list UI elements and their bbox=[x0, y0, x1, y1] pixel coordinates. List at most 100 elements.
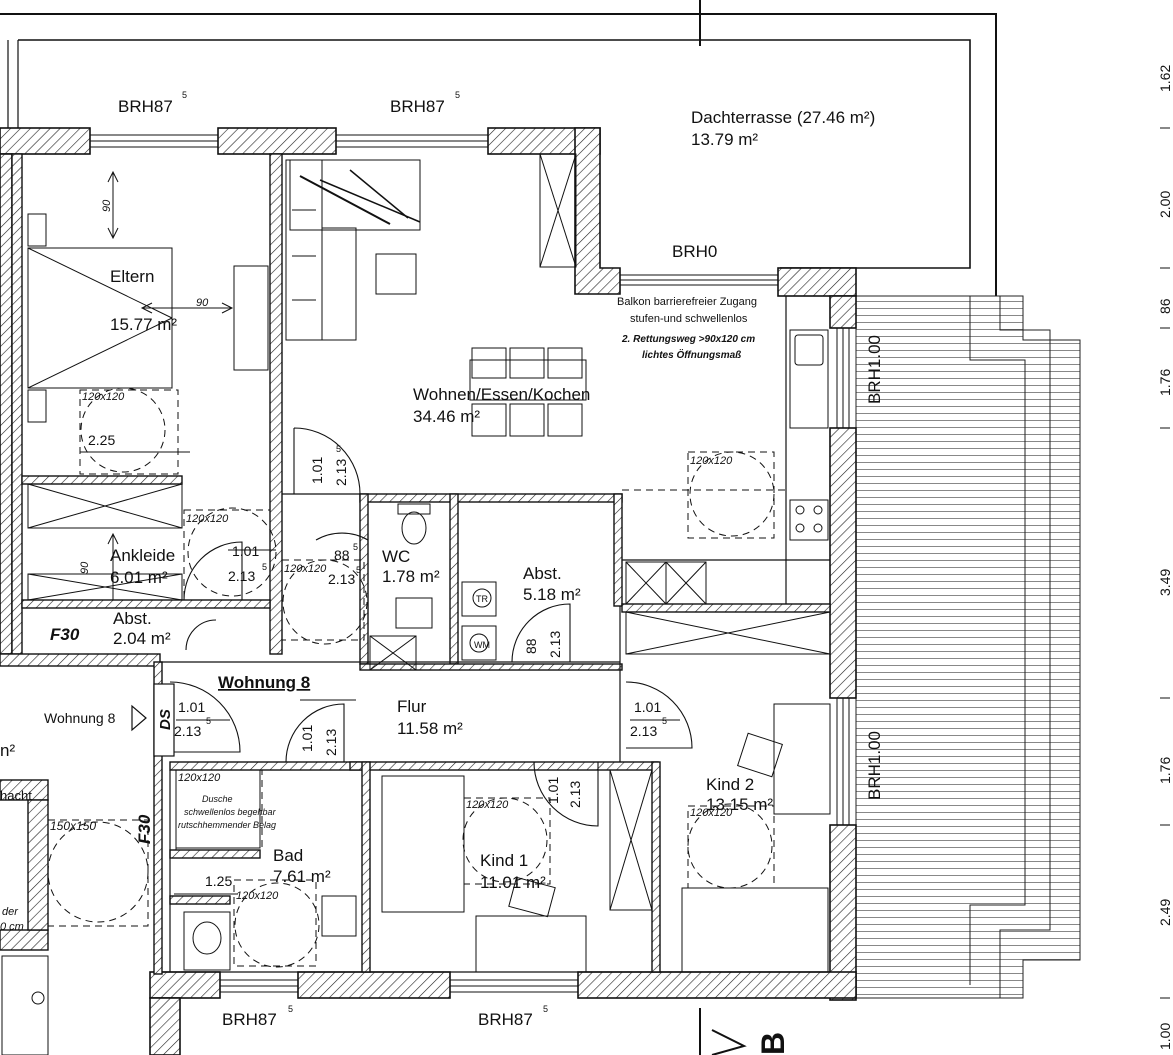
room-name: Eltern bbox=[110, 267, 154, 286]
ds-label: DS bbox=[157, 709, 174, 730]
fire-rating: F30 bbox=[135, 814, 154, 844]
clearance-label: 2.25 bbox=[88, 432, 115, 448]
door-height: 2.13 bbox=[630, 723, 657, 739]
interior-walls bbox=[0, 153, 831, 975]
rescue-note: lichtes Öffnungsmaß bbox=[642, 348, 741, 361]
terrace-area: 13.79 m² bbox=[691, 130, 758, 149]
side-dimension: 3.49 bbox=[1157, 569, 1173, 596]
door-height: 2.13 bbox=[228, 568, 255, 584]
appliance-label: WM bbox=[474, 640, 490, 650]
washer bbox=[461, 581, 497, 617]
wardrobe-kind1 bbox=[381, 775, 465, 913]
adjacent-label: n² bbox=[0, 741, 15, 760]
door-width: 1.01 bbox=[299, 725, 315, 752]
door-sup: 5 bbox=[262, 562, 267, 572]
desk-kind2 bbox=[773, 703, 831, 815]
desk-kind1 bbox=[475, 915, 587, 973]
clearance-zones bbox=[47, 387, 786, 968]
room-area: 5.18 m² bbox=[523, 585, 581, 604]
nightstand bbox=[27, 213, 47, 247]
nightstand bbox=[27, 389, 47, 423]
sill-superscript: 5 bbox=[288, 1004, 293, 1014]
balcony-note: stufen-und schwellenlos bbox=[630, 313, 748, 325]
room-area: 7.61 m² bbox=[273, 867, 331, 886]
entrance-marker bbox=[131, 683, 175, 757]
door-width: 1.01 bbox=[232, 543, 259, 559]
adjacent-label: hacht bbox=[0, 788, 32, 803]
sill-label: BRH1.00 bbox=[865, 335, 884, 404]
stove bbox=[789, 499, 829, 541]
door-height: 2.13 bbox=[547, 631, 563, 658]
door-width: 1.01 bbox=[309, 457, 325, 484]
room-area: 1.78 m² bbox=[382, 567, 440, 586]
side-dimension: 1.00 bbox=[1157, 1023, 1173, 1050]
furniture bbox=[1, 159, 831, 1055]
appliance-label: TR bbox=[476, 594, 488, 604]
room-area: 11.58 m² bbox=[397, 719, 463, 738]
sill-superscript: 5 bbox=[543, 1004, 548, 1014]
sill-label: BRH0 bbox=[672, 242, 717, 261]
coffee-table bbox=[375, 253, 417, 295]
wc-basin bbox=[395, 597, 433, 629]
side-dimension: 86 bbox=[1157, 298, 1173, 314]
room-name: Ankleide bbox=[110, 546, 175, 565]
sill-label: BRH87 bbox=[478, 1010, 533, 1029]
fire-rating: F30 bbox=[50, 625, 80, 644]
side-dimension: 1.76 bbox=[1157, 369, 1173, 396]
sill-label: BRH87 bbox=[390, 97, 445, 116]
door-sup: 5 bbox=[336, 444, 341, 454]
side-dimension: 2.00 bbox=[1157, 191, 1173, 218]
shower-note: Dusche bbox=[202, 794, 233, 804]
apartment-entrance-label: Wohnung 8 bbox=[44, 710, 116, 726]
sill-label: BRH87 bbox=[222, 1010, 277, 1029]
room-area: 6.01 m² bbox=[110, 568, 168, 587]
sill-superscript: 5 bbox=[182, 90, 187, 100]
door-width: 1.01 bbox=[545, 777, 561, 804]
room-name: Kind 1 bbox=[480, 851, 528, 870]
rescue-note: 2. Rettungsweg >90x120 cm bbox=[621, 334, 755, 345]
bed bbox=[27, 247, 173, 389]
dining-table bbox=[469, 359, 587, 401]
balcony-note: Balkon barrierefreier Zugang bbox=[617, 296, 757, 308]
room-area: 2.04 m² bbox=[113, 629, 171, 648]
built-in-closets bbox=[27, 153, 831, 911]
sofa bbox=[285, 159, 323, 341]
room-area: 11.01 m² bbox=[480, 873, 546, 892]
shower-note: rutschhemmender Belag bbox=[178, 820, 276, 830]
room-area: 15.77 m² bbox=[110, 315, 177, 334]
clearance-label: 1.25 bbox=[205, 873, 232, 889]
sink bbox=[789, 329, 829, 429]
room-name: WC bbox=[382, 547, 410, 566]
door-width: 88 bbox=[334, 547, 350, 563]
clearance-label: 120x120 bbox=[466, 799, 509, 811]
toilet bbox=[401, 511, 427, 545]
apartment-name: Wohnung 8 bbox=[218, 673, 310, 692]
clearance-label: 90 bbox=[79, 561, 91, 574]
clearance-label: 120x120 bbox=[690, 455, 733, 467]
door-width: 1.01 bbox=[634, 699, 661, 715]
bed-kind2 bbox=[681, 887, 829, 973]
clearance-label: 120x120 bbox=[690, 807, 733, 819]
section-marker bbox=[699, 1008, 747, 1055]
door-height: 2.13 bbox=[333, 459, 349, 486]
room-area: 13.15 m² bbox=[706, 795, 773, 814]
basin-bad bbox=[321, 895, 357, 937]
dimension-lines bbox=[80, 127, 1170, 999]
terrace-outline bbox=[0, 0, 997, 300]
clearance-label: 120x120 bbox=[186, 513, 229, 525]
room-name: Kind 2 bbox=[706, 775, 754, 794]
door-sup: 5 bbox=[356, 565, 361, 575]
adjacent-label: der bbox=[2, 906, 19, 918]
door-swings bbox=[169, 427, 693, 827]
clearance-label: 120x120 bbox=[178, 772, 221, 784]
adjacent-label: 0 cm bbox=[0, 921, 24, 933]
side-dimension: 1.62 bbox=[1157, 65, 1173, 92]
sofa-seat bbox=[321, 227, 357, 341]
clearance-label: 120x120 bbox=[284, 563, 327, 575]
room-name: Bad bbox=[273, 846, 303, 865]
wardrobe-eltern bbox=[233, 265, 269, 371]
room-name: Abst. bbox=[113, 609, 152, 628]
door-sup: 5 bbox=[206, 716, 211, 726]
clearance-label: 90 bbox=[196, 297, 209, 309]
